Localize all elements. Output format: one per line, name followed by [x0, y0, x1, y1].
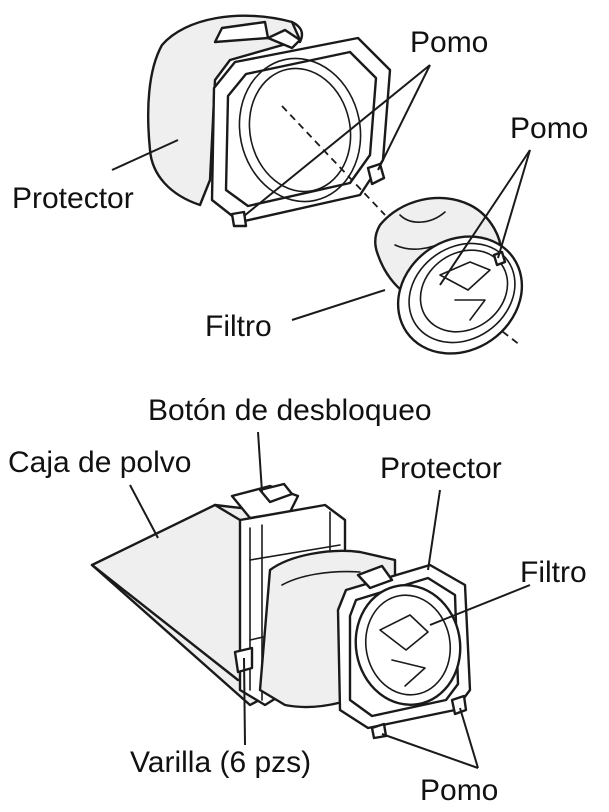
top-protector-part: [146, 14, 392, 228]
label-filtro-bottom: Filtro: [520, 556, 587, 589]
bottom-figure: Botón de desbloqueo Caja de polvo Protec…: [8, 394, 587, 807]
label-protector-bottom: Protector: [380, 452, 502, 485]
top-filter-part: [374, 196, 524, 355]
leader-pomo-a-2: [377, 64, 431, 171]
leader-varilla: [243, 657, 246, 746]
leader-pomo-bottom-1: [459, 707, 479, 769]
label-varilla: Varilla (6 pzs): [130, 746, 311, 779]
leader-pomo-a-1: [243, 64, 431, 217]
bottom-protector-part: [336, 563, 472, 740]
leader-protector-top: [111, 139, 179, 171]
leader-protector-bottom: [427, 489, 441, 571]
leader-caja: [129, 484, 159, 539]
label-pomo-a: Pomo: [410, 26, 488, 59]
label-pomo-b: Pomo: [510, 112, 588, 145]
leader-pomo-b-1: [439, 149, 531, 286]
leader-pomo-bottom-2: [381, 733, 479, 769]
label-filtro-top: Filtro: [205, 310, 272, 343]
leader-filtro-top: [291, 289, 386, 321]
leader-filtro-bottom: [429, 584, 531, 626]
top-figure: Pomo Pomo Protector Filtro: [12, 14, 588, 355]
top-leaders: [111, 64, 531, 321]
label-boton: Botón de desbloqueo: [148, 394, 432, 427]
label-caja: Caja de polvo: [8, 446, 191, 479]
leader-boton: [257, 431, 263, 493]
top-axis-line-a: [281, 105, 386, 216]
bottom-leaders: [129, 431, 531, 769]
leader-pomo-b-2: [497, 149, 531, 259]
label-pomo-bottom: Pomo: [420, 774, 498, 807]
label-protector-top: Protector: [12, 182, 134, 215]
